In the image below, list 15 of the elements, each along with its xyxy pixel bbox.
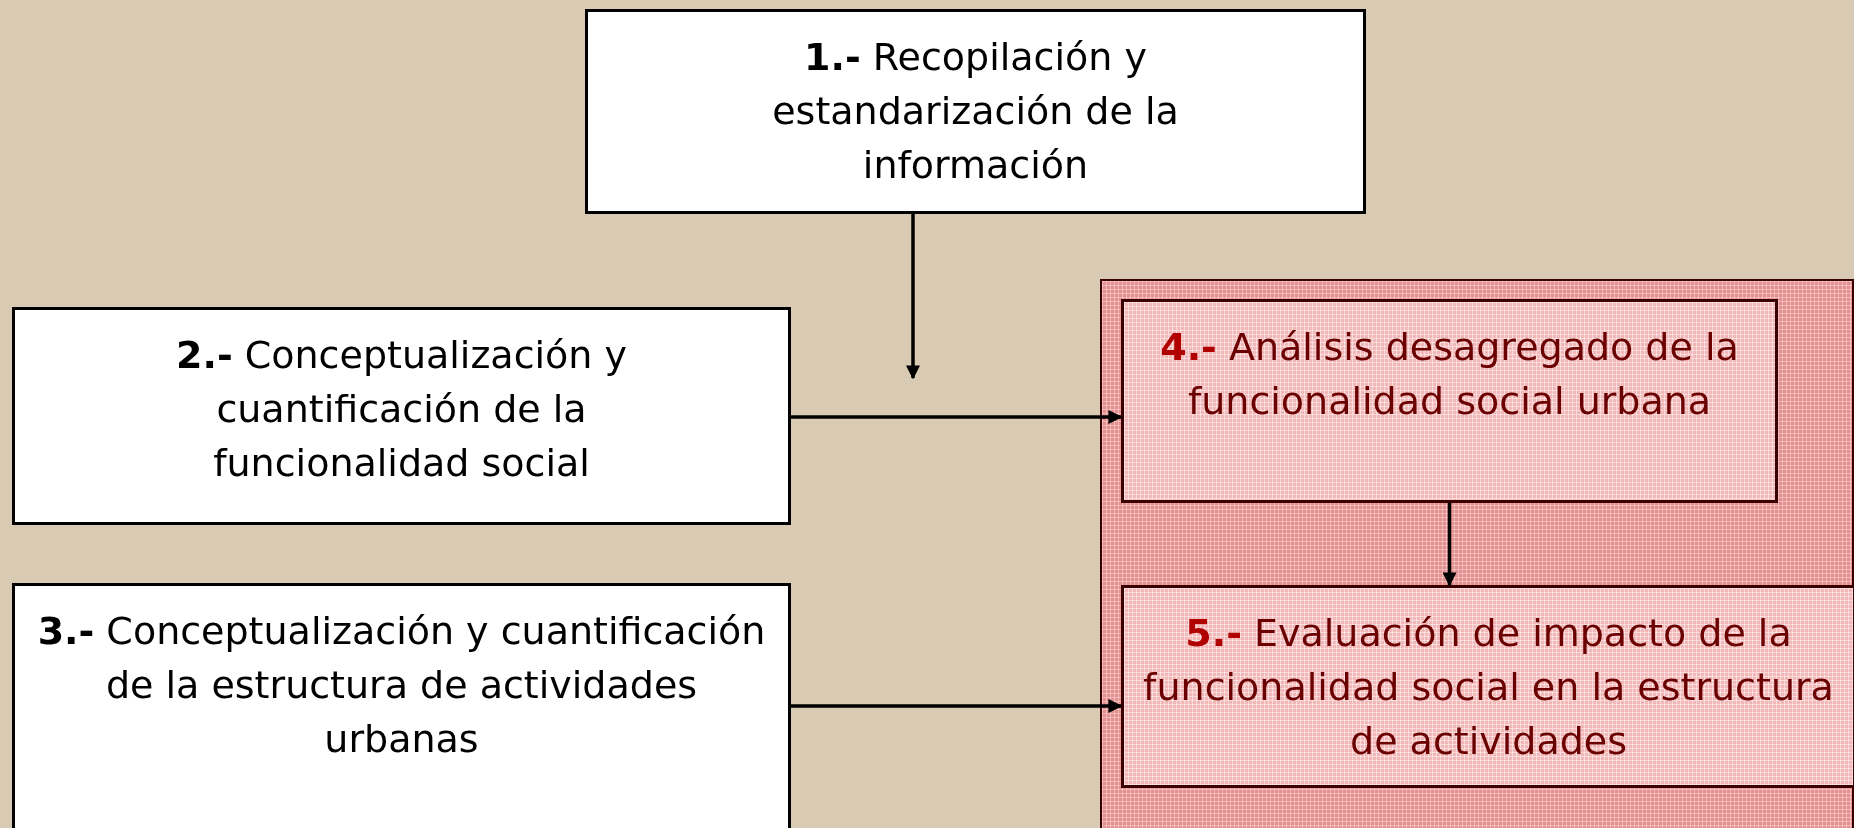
arrow: [906, 214, 920, 380]
group-panel: [1100, 279, 1854, 828]
box-text: 4.- Análisis desagregado de la funcionalidad social urbana: [1159, 324, 1740, 425]
process-box: [1121, 585, 1854, 788]
process-box: [12, 307, 791, 525]
box-text: 2.- Conceptualización y cuantificación de la funcionalidad social: [175, 332, 628, 487]
arrow: [1442, 503, 1457, 587]
arrow: [791, 410, 1123, 424]
box-text: 5.- Evaluación de impacto de la funcionalidad social en la estructura de actividades: [1142, 610, 1835, 765]
box-text: 3.- Conceptualización y cuantificación de la estructura de actividades urbanas: [36, 608, 767, 763]
process-box: [1121, 299, 1778, 503]
process-box: [585, 9, 1366, 214]
box-text: 1.- Recopilación y estandarización de la información: [771, 34, 1180, 189]
process-box: [12, 583, 791, 828]
arrow: [791, 699, 1123, 713]
